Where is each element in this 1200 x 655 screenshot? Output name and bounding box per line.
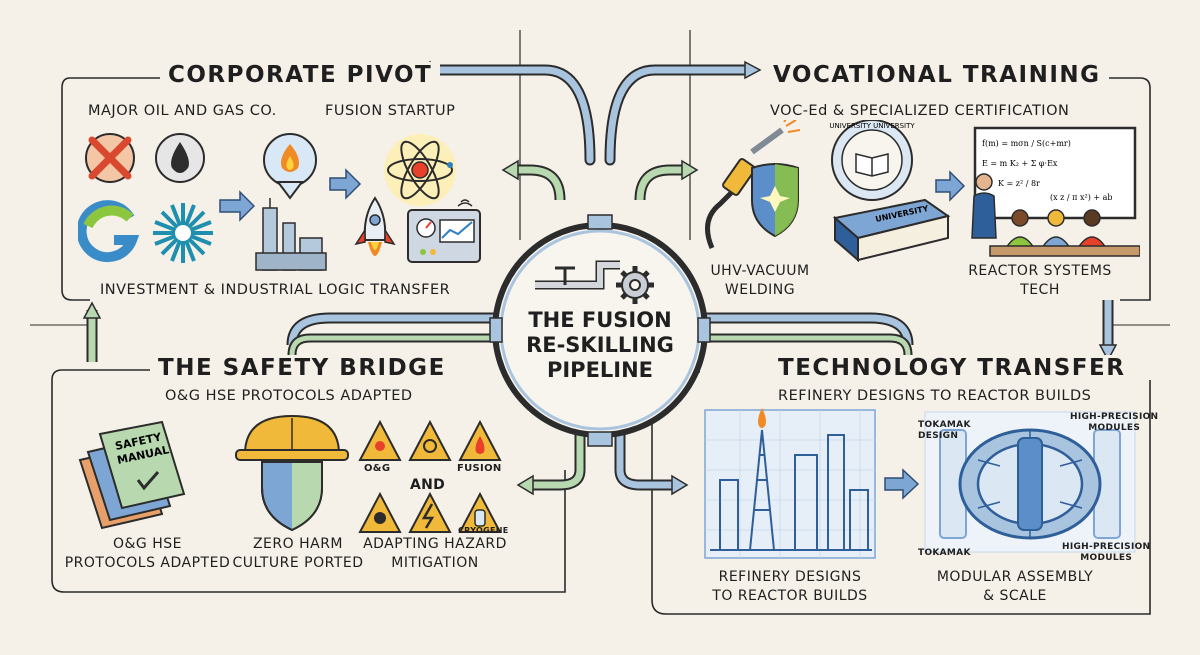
fusion-startup-label: FUSION STARTUP (325, 103, 456, 119)
hazard-mitigation-line1: ADAPTING HAZARD (363, 536, 507, 552)
pipeline-title-line2: RE-SKILLING (526, 333, 674, 357)
frame-vocational-training (1070, 77, 1151, 301)
pipeline-title: THE FUSION RE-SKILLING PIPELINE (480, 308, 720, 383)
reactor-systems-line2: TECH (1020, 282, 1060, 298)
hazard-signs-group (358, 419, 502, 533)
textbook-icon: UNIVERSITY (832, 198, 951, 263)
tokamak-design-line1: TOKAMAK (918, 420, 971, 430)
welding-torch-icon (705, 120, 801, 249)
rocket-icon (354, 196, 396, 256)
refinery-designs-line1: REFINERY DESIGNS (718, 569, 862, 585)
tokamak-design-line2: DESIGN (918, 431, 959, 441)
hazard-label-and: AND (410, 477, 446, 493)
refinery-icon (255, 198, 327, 271)
uhv-welding-line2: WELDING (724, 282, 796, 298)
uhv-welding-line1: UHV-VACUUM (710, 263, 810, 279)
flame-pin-icon (263, 133, 317, 200)
technology-transfer-title: TECHNOLOGY TRANSFER (770, 355, 1134, 381)
hp-modules-top-line2: MODULES (1088, 423, 1141, 433)
refinery-designs-caption: REFINERY DESIGNS TO REACTOR BUILDS (695, 568, 885, 606)
pipeline-title-line1: THE FUSION (528, 308, 672, 332)
hazard-mitigation-caption: ADAPTING HAZARD MITIGATION (360, 535, 510, 573)
electrical-hazard-icon (408, 491, 452, 533)
board-formula-4: (x z / π x²) + ab (1050, 193, 1113, 202)
tokamak-icon (924, 411, 1136, 553)
hazard-label-og: O&G (364, 463, 391, 474)
arrow-right-icon (884, 468, 920, 500)
modular-assembly-caption: MODULAR ASSEMBLY & SCALE (930, 568, 1100, 606)
seal-text: UNIVERSITY UNIVERSITY (829, 122, 915, 130)
major-oil-gas-label: MAJOR OIL AND GAS CO. (88, 103, 277, 119)
vocational-training-title: VOCATIONAL TRAINING (765, 62, 1109, 88)
arrow-right-icon (219, 190, 256, 222)
corporate-pivot-title: CORPORATE PIVOT (160, 62, 441, 88)
arrow-right-icon (935, 170, 966, 202)
tokamak-label: TOKAMAK (918, 548, 971, 558)
uhv-welding-caption: UHV-VACUUM WELDING (700, 262, 820, 300)
tokamak-design-label: TOKAMAK DESIGN (918, 420, 971, 442)
refinery-blueprint-icon (704, 408, 876, 559)
atom-icon (384, 134, 456, 206)
corporate-pivot-illustration (78, 133, 481, 271)
zero-harm-caption: ZERO HARM CULTURE PORTED (228, 535, 368, 573)
hse-protocols-line2: PROTOCOLS ADAPTED (64, 555, 231, 571)
investment-caption: INVESTMENT & INDUSTRIAL LOGIC TRANSFER (100, 282, 451, 298)
gear-icon (616, 266, 654, 304)
hp-modules-label-bottom: HIGH-PRECISION MODULES (1062, 542, 1150, 564)
shield-icon (751, 163, 799, 238)
technology-transfer-illustration (704, 408, 1136, 559)
pipe-hub-lower-left (530, 430, 586, 491)
hse-protocols-caption: O&G HSE PROTOCOLS ADAPTED (60, 535, 235, 573)
hse-protocols-line1: O&G HSE (113, 536, 182, 552)
hp-modules-bottom-line1: HIGH-PRECISION (1062, 542, 1151, 552)
modular-assembly-line1: MODULAR ASSEMBLY (936, 569, 1094, 585)
hazard-mitigation-line2: MITIGATION (391, 555, 479, 571)
cancelled-oil-icon (85, 133, 135, 183)
arrow-right-icon (329, 168, 362, 200)
board-formula-1: f(m) = mσn / S(c+mr) (982, 139, 1071, 148)
classroom-icon: f(m) = mσn / S(c+mr) E = m K₂ + Σ φ·Ex K… (971, 126, 1140, 257)
safety-bridge-illustration: SAFETY MANUAL (78, 414, 502, 533)
safety-manual-icon: SAFETY MANUAL (78, 420, 186, 530)
refinery-designs-line2: TO REACTOR BUILDS (712, 588, 868, 604)
hp-modules-top-line1: HIGH-PRECISION (1070, 412, 1159, 422)
vocational-training-subtitle: VOC-Ed & SPECIALIZED CERTIFICATION (770, 103, 1070, 119)
zero-harm-line1: ZERO HARM (252, 536, 344, 552)
pipe-hub-lower-right (614, 430, 675, 491)
modular-assembly-line2: & SCALE (983, 588, 1047, 604)
frame-safety-bridge (51, 369, 566, 593)
vocational-training-illustration: UNIVERSITY UNIVERSITY UNIVERSITY f(m) = … (705, 120, 1140, 263)
board-formula-3: K = z² / 8r (998, 179, 1040, 188)
reactor-systems-line1: REACTOR SYSTEMS (968, 263, 1112, 279)
technology-transfer-subtitle: REFINERY DESIGNS TO REACTOR BUILDS (778, 388, 1092, 404)
control-panel-icon (407, 199, 481, 263)
hard-hat-shield-icon (235, 414, 349, 532)
board-formula-2: E = m K₂ + Σ φ·Ex (982, 159, 1058, 168)
oil-drop-icon (155, 133, 205, 183)
frame-corporate-pivot (61, 77, 165, 301)
safety-bridge-title: THE SAFETY BRIDGE (150, 355, 454, 381)
reactor-systems-caption: REACTOR SYSTEMS TECH (955, 262, 1125, 300)
hazard-label-cryogene: CRYOGENE (458, 526, 509, 535)
hp-modules-bottom-line2: MODULES (1080, 553, 1133, 563)
g-logo-icon (78, 200, 140, 263)
hazard-label-fusion: FUSION (457, 463, 502, 474)
starburst-logo-icon (153, 203, 213, 263)
hp-modules-label-top: HIGH-PRECISION MODULES (1070, 412, 1158, 434)
safety-bridge-subtitle: O&G HSE PROTOCOLS ADAPTED (165, 388, 413, 404)
university-seal-icon: UNIVERSITY UNIVERSITY (829, 120, 915, 201)
zero-harm-line2: CULTURE PORTED (232, 555, 364, 571)
pipeline-title-line3: PIPELINE (546, 358, 654, 382)
